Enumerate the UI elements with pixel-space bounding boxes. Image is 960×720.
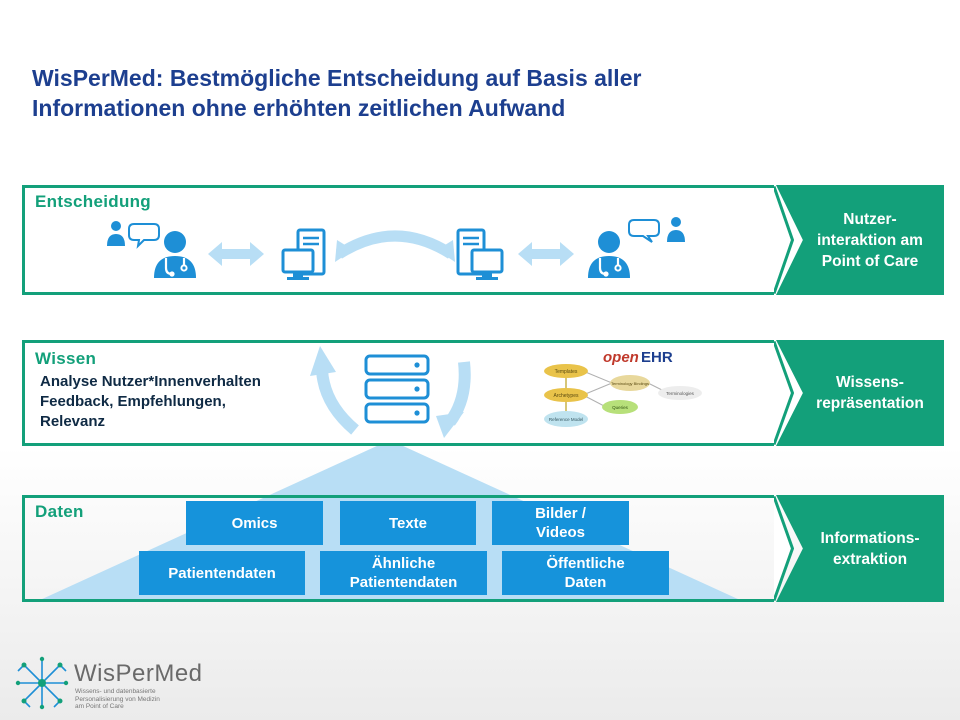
openehr-node-terminology-bindings <box>610 375 650 391</box>
user-chat-icon <box>628 217 685 243</box>
openehr-node-queries <box>602 400 638 414</box>
row-entscheidung-label: Entscheidung <box>35 192 151 211</box>
openehr-brand-open: open <box>603 349 639 366</box>
row-wissen-label: Wissen <box>35 349 97 368</box>
data-box-bilder-videos: Bilder / Videos <box>492 501 629 545</box>
arrow-wissen: Wissens- repräsentation <box>776 340 944 446</box>
double-arrow-icon <box>208 242 264 266</box>
openehr-node-reference-model <box>544 411 588 427</box>
wissen-item: Feedback, Empfehlungen, <box>40 393 226 410</box>
doctor-icon <box>154 231 196 278</box>
data-box-oeffentliche-daten: Öffentliche Daten <box>502 551 669 595</box>
arrow-entscheidung: Nutzer- interaktion am Point of Care <box>776 185 944 295</box>
row-entscheidung-cap <box>774 185 794 295</box>
openehr-node-terminologies <box>658 386 702 400</box>
wissen-item: Relevanz <box>40 413 106 430</box>
user-chat-icon <box>107 221 160 249</box>
wispermed-logo-icon <box>15 656 69 710</box>
openehr-diagram: open EHR Templates Archetypes Reference … <box>544 349 702 427</box>
openehr-node-archetypes <box>544 388 588 402</box>
computer-icon <box>456 228 504 280</box>
doctor-icon <box>588 231 630 278</box>
data-box-texte: Texte <box>340 501 476 545</box>
svg-text:Terminologies: Terminologies <box>666 391 695 396</box>
svg-text:Queries: Queries <box>612 405 629 410</box>
row-daten-cap <box>774 495 794 602</box>
double-arrow-icon <box>518 242 574 266</box>
wissen-item: Analyse Nutzer*Innenverhalten <box>40 373 261 390</box>
data-box-aehnliche-patientendaten: Ähnliche Patientendaten <box>320 551 487 595</box>
arrow-wissen-text: Wissens- repräsentation <box>816 374 924 412</box>
logo-name: WisPerMed <box>74 660 203 687</box>
data-box-patientendaten: Patientendaten <box>139 551 305 595</box>
arrow-daten: Informations- extraktion <box>776 495 944 602</box>
curved-arrow-icon <box>335 230 455 262</box>
computer-icon <box>281 228 326 280</box>
slide-title: WisPerMed: Bestmögliche Entscheidung auf… <box>32 63 932 123</box>
wissen-items: Analyse Nutzer*Innenverhalten Feedback, … <box>40 372 261 432</box>
openehr-node-templates <box>544 364 588 378</box>
arrow-daten-text: Informations- extraktion <box>820 529 920 568</box>
row-daten-label: Daten <box>35 502 84 521</box>
cycle-arrows-icon <box>310 346 471 438</box>
slide-title-line-1: WisPerMed: Bestmögliche Entscheidung auf… <box>32 65 642 91</box>
openehr-brand-ehr: EHR <box>641 349 673 366</box>
svg-text:Reference Model: Reference Model <box>549 417 583 422</box>
data-box-omics: Omics <box>186 501 323 545</box>
svg-text:Templates: Templates <box>555 369 578 375</box>
svg-text:Archetypes: Archetypes <box>553 393 579 399</box>
svg-text:Terminology Bindings: Terminology Bindings <box>611 381 649 386</box>
logo-tagline: Wissens- und datenbasierte Personalisier… <box>75 688 160 710</box>
row-daten: Daten <box>22 495 794 602</box>
arrow-entscheidung-text: Nutzer- interaktion am Point of Care <box>817 210 923 270</box>
slide-title-line-2: Informationen ohne erhöhten zeitlichen A… <box>32 95 566 121</box>
row-wissen-cap <box>774 340 794 446</box>
server-stack-icon <box>364 354 430 424</box>
